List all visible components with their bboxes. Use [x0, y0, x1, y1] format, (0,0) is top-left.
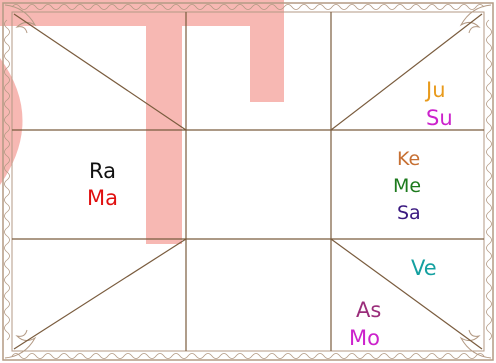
- planet-moon: Mo: [349, 328, 380, 349]
- planet-jupiter: Ju: [426, 80, 446, 101]
- planet-mercury: Me: [393, 177, 421, 196]
- planet-rahu: Ra: [89, 161, 116, 182]
- planet-mars: Ma: [87, 188, 118, 209]
- watermark-logo: [0, 0, 284, 244]
- ascendant: As: [356, 300, 381, 321]
- planet-saturn: Sa: [397, 204, 421, 223]
- planet-venus: Ve: [411, 258, 437, 279]
- planet-ketu: Ke: [397, 150, 420, 169]
- planet-sun: Su: [426, 108, 453, 129]
